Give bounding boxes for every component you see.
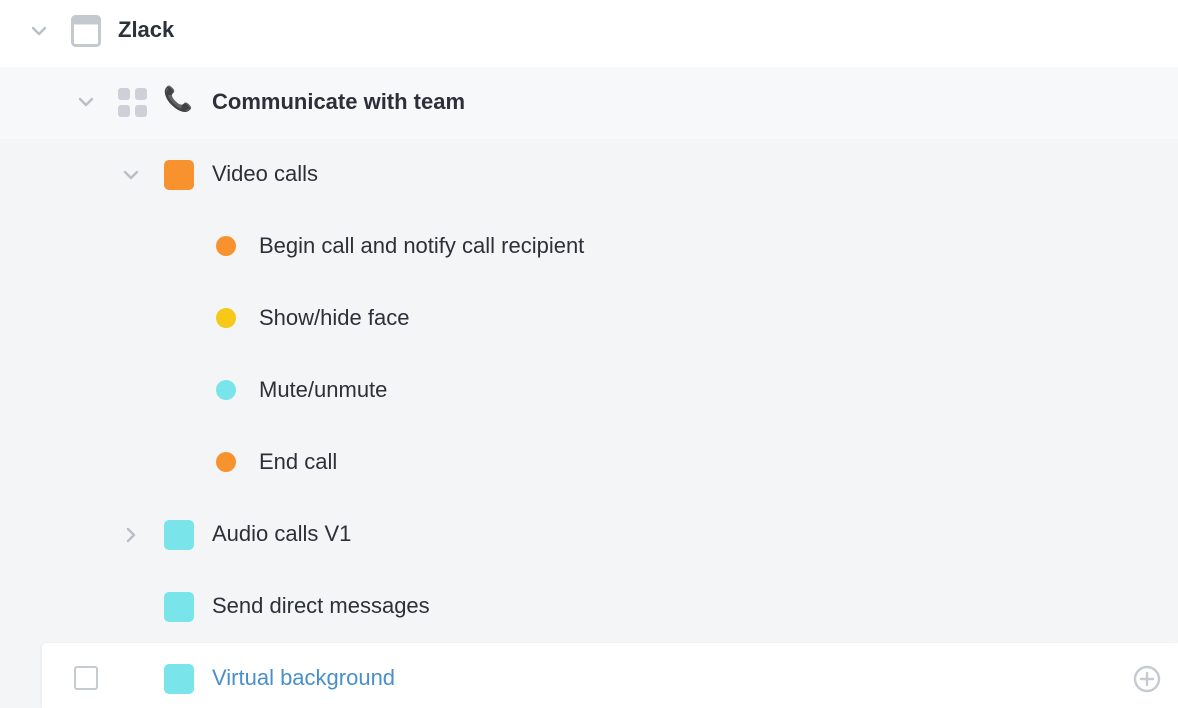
task-row[interactable]: Begin call and notify call recipient [0, 211, 1178, 283]
task-label: Begin call and notify call recipient [259, 233, 585, 258]
color-square-icon [164, 160, 194, 190]
color-dot-icon [216, 308, 236, 328]
color-dot-icon [216, 452, 236, 472]
subfeature-label: Audio calls V1 [212, 521, 352, 546]
task-row[interactable]: End call [0, 427, 1178, 499]
telephone-icon: 📞 [163, 86, 193, 113]
task-label: Mute/unmute [259, 377, 388, 402]
project-title: Zlack [118, 17, 175, 42]
task-row[interactable]: Mute/unmute [0, 355, 1178, 427]
subfeature-row-hovered[interactable]: Virtual background [42, 643, 1178, 708]
chevron-down-icon[interactable] [28, 20, 50, 42]
subfeature-row[interactable]: Audio calls V1 [0, 499, 1178, 571]
project-row[interactable]: Zlack [0, 0, 1178, 72]
subfeature-label: Send direct messages [212, 593, 430, 618]
task-label: End call [259, 449, 338, 474]
color-square-icon [164, 664, 194, 694]
grid-icon [118, 88, 148, 123]
subfeature-row[interactable]: Send direct messages [0, 571, 1178, 643]
subfeature-row[interactable]: Video calls [0, 139, 1178, 211]
chevron-down-icon[interactable] [120, 164, 142, 186]
chevron-right-icon[interactable] [120, 524, 142, 546]
feature-title: Communicate with team [212, 89, 466, 114]
color-square-icon [164, 592, 194, 622]
select-checkbox[interactable] [74, 666, 98, 690]
color-dot-icon [216, 380, 236, 400]
chevron-down-icon[interactable] [75, 91, 97, 113]
window-icon [71, 15, 101, 52]
subfeature-link[interactable]: Virtual background [212, 665, 396, 690]
color-dot-icon [216, 236, 236, 256]
task-label: Show/hide face [259, 305, 410, 330]
feature-row[interactable]: 📞 Communicate with team [0, 67, 1178, 139]
task-row[interactable]: Show/hide face [0, 283, 1178, 355]
add-circle-icon[interactable] [1133, 665, 1161, 698]
color-square-icon [164, 520, 194, 550]
subfeature-label: Video calls [212, 161, 318, 186]
